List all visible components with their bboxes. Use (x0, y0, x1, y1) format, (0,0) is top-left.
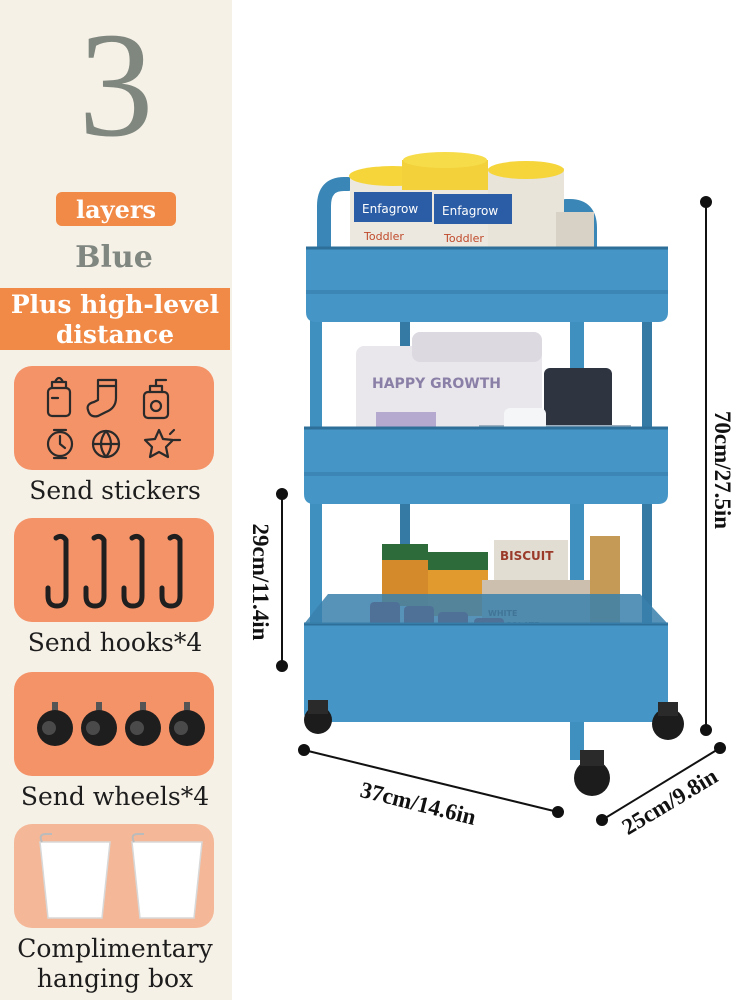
baby-bottle-icon (46, 376, 72, 418)
juice-boxes (382, 544, 488, 616)
cart-wheels (304, 700, 684, 796)
star-icon (143, 428, 182, 459)
hanging-box-caption-line2: hanging box (36, 964, 194, 993)
wheels-caption: Send wheels*4 (20, 782, 210, 811)
hook-icon (45, 533, 69, 609)
hooks-caption: Send hooks*4 (27, 628, 203, 657)
stickers-card (14, 366, 214, 470)
feature-sidebar: 3 layers Blue Plus high-level distance S… (0, 0, 232, 1000)
wheels-card (14, 672, 214, 776)
shelf-gap-dimension: 29cm/11.4in (248, 523, 273, 641)
watch-icon (46, 428, 74, 460)
layers-badge: layers (56, 192, 176, 226)
can-sub-1: Toddler (363, 230, 404, 243)
ball-icon (91, 429, 121, 459)
soap-bottle-icon (142, 378, 170, 420)
hook-icon (159, 533, 183, 609)
color-label: Blue (75, 240, 153, 275)
feature-banner: Plus high-level distance (0, 288, 230, 350)
hanging-box-icon (39, 833, 111, 919)
hanging-box-caption-line1: Complimentary (17, 934, 213, 963)
caster-wheel-icon (125, 702, 161, 746)
layer-count: 3 (78, 2, 154, 168)
hooks-card (14, 518, 214, 622)
cart-illustration: Enfagrow Enfagrow Toddler Toddler HAPPY … (276, 152, 726, 826)
caster-wheel-icon (37, 702, 73, 746)
height-dimension: 70cm/27.5in (710, 410, 735, 530)
hanging-box-icon (131, 833, 203, 919)
can-brand-1: Enfagrow (362, 202, 418, 216)
biscuit-text: BISCUIT (500, 549, 554, 563)
caster-wheel-icon (169, 702, 205, 746)
hook-icon (121, 533, 145, 609)
tissue-text: HAPPY GROWTH (372, 376, 501, 392)
hanging-box-card (14, 824, 214, 928)
hook-icon (83, 533, 107, 609)
product-image: Enfagrow Enfagrow Toddler Toddler HAPPY … (232, 0, 750, 1000)
sock-icon (86, 378, 118, 418)
caster-wheel-icon (81, 702, 117, 746)
can-sub-2: Toddler (443, 232, 484, 245)
stickers-caption: Send stickers (29, 476, 201, 505)
can-brand-2: Enfagrow (442, 204, 498, 218)
